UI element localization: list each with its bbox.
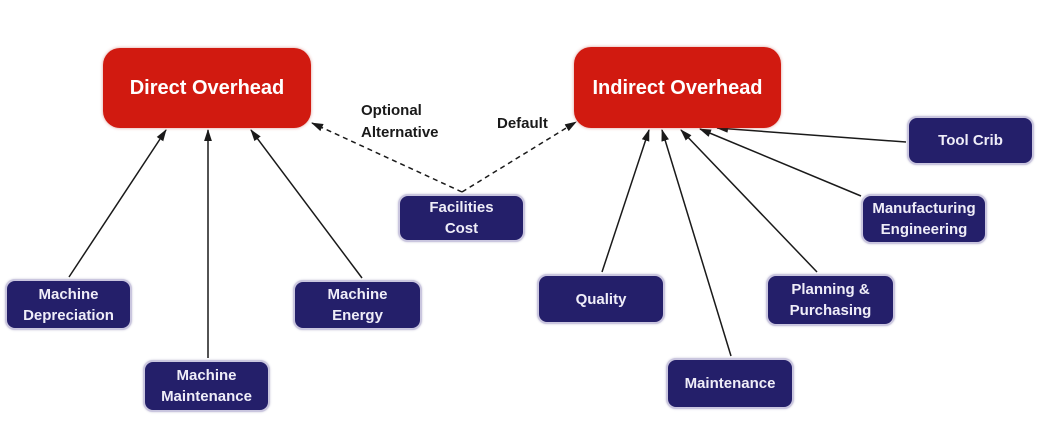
edge-planning-purchasing-to-indirect-overhead [680,129,818,273]
edge-machine-depreciation-to-direct-overhead [68,129,167,278]
edge-manufacturing-engineering-to-indirect-overhead [699,128,862,197]
node-indirect-overhead: Indirect Overhead [574,47,781,128]
optional-alternative-label: Optional Alternative [361,102,439,141]
node-facilities-cost: Facilities Cost [398,194,525,242]
node-maintenance: Maintenance [666,358,794,409]
node-planning-purchasing: Planning & Purchasing [766,274,895,326]
default-label: Default [497,115,548,132]
node-quality: Quality [537,274,665,324]
edge-maintenance-to-indirect-overhead [661,129,732,357]
node-machine-energy: Machine Energy [293,280,422,330]
edge-machine-energy-to-direct-overhead [250,129,363,279]
node-manufacturing-engineering: Manufacturing Engineering [861,194,987,244]
edge-tool-crib-to-indirect-overhead [716,124,907,143]
node-machine-maintenance: Machine Maintenance [143,360,270,412]
node-machine-depreciation: Machine Depreciation [5,279,132,330]
node-direct-overhead: Direct Overhead [103,48,311,128]
edge-quality-to-indirect-overhead [601,129,650,273]
node-tool-crib: Tool Crib [907,116,1034,165]
